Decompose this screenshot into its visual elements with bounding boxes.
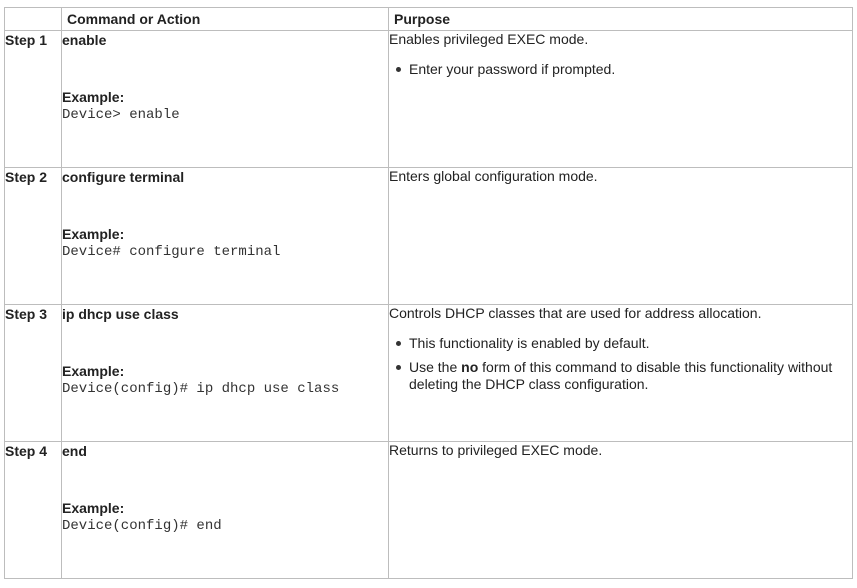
example-code: Device# configure terminal [62, 244, 281, 260]
example-label: Example: [62, 363, 125, 379]
table-row: Step 4 end Example: Device(config)# end … [4, 441, 853, 579]
bullet-text-before: Use the [409, 359, 462, 375]
list-item: Use the no form of this command to disab… [389, 359, 852, 393]
command-cell: enable Example: Device> enable [61, 30, 389, 168]
purpose-cell: Returns to privileged EXEC mode. [388, 441, 853, 579]
keyword-no: no [461, 359, 479, 375]
purpose-cell: Enables privileged EXEC mode. Enter your… [388, 30, 853, 168]
header-step [4, 7, 62, 31]
step-number: Step 1 [4, 30, 62, 168]
command-name: ip dhcp use class [62, 306, 179, 322]
purpose-text: Enables privileged EXEC mode. [389, 31, 589, 47]
purpose-cell: Controls DHCP classes that are used for … [388, 304, 853, 442]
example-label: Example: [62, 226, 125, 242]
purpose-cell: Enters global configuration mode. [388, 167, 853, 305]
header-purpose: Purpose [388, 7, 853, 31]
bullet-icon [396, 341, 401, 346]
command-cell: configure terminal Example: Device# conf… [61, 167, 389, 305]
procedure-table: Command or Action Purpose Step 1 enable … [4, 7, 853, 579]
bullet-text: This functionality is enabled by default… [409, 335, 650, 351]
header-command: Command or Action [61, 7, 389, 31]
table-row: Step 1 enable Example: Device> enable En… [4, 30, 853, 168]
example-label: Example: [62, 89, 125, 105]
example-code: Device> enable [62, 107, 180, 123]
purpose-bullets: This functionality is enabled by default… [389, 335, 852, 393]
bullet-text-after: form of this command to disable this fun… [409, 359, 833, 392]
command-cell: ip dhcp use class Example: Device(config… [61, 304, 389, 442]
step-number: Step 4 [4, 441, 62, 579]
table-row: Step 3 ip dhcp use class Example: Device… [4, 304, 853, 442]
purpose-text: Enters global configuration mode. [389, 168, 598, 184]
purpose-bullets: Enter your password if prompted. [389, 61, 852, 78]
bullet-icon [396, 365, 401, 370]
bullet-icon [396, 67, 401, 72]
list-item: This functionality is enabled by default… [389, 335, 852, 352]
purpose-text: Controls DHCP classes that are used for … [389, 305, 762, 321]
table-header-row: Command or Action Purpose [4, 7, 853, 31]
example-code: Device(config)# end [62, 518, 222, 534]
example-label: Example: [62, 500, 125, 516]
step-number: Step 3 [4, 304, 62, 442]
command-cell: end Example: Device(config)# end [61, 441, 389, 579]
command-name: configure terminal [62, 169, 185, 185]
purpose-text: Returns to privileged EXEC mode. [389, 442, 603, 458]
list-item: Enter your password if prompted. [389, 61, 852, 78]
step-number: Step 2 [4, 167, 62, 305]
bullet-text: Enter your password if prompted. [409, 61, 616, 77]
table-row: Step 2 configure terminal Example: Devic… [4, 167, 853, 305]
command-name: end [62, 443, 87, 459]
command-name: enable [62, 32, 107, 48]
example-code: Device(config)# ip dhcp use class [62, 381, 340, 397]
